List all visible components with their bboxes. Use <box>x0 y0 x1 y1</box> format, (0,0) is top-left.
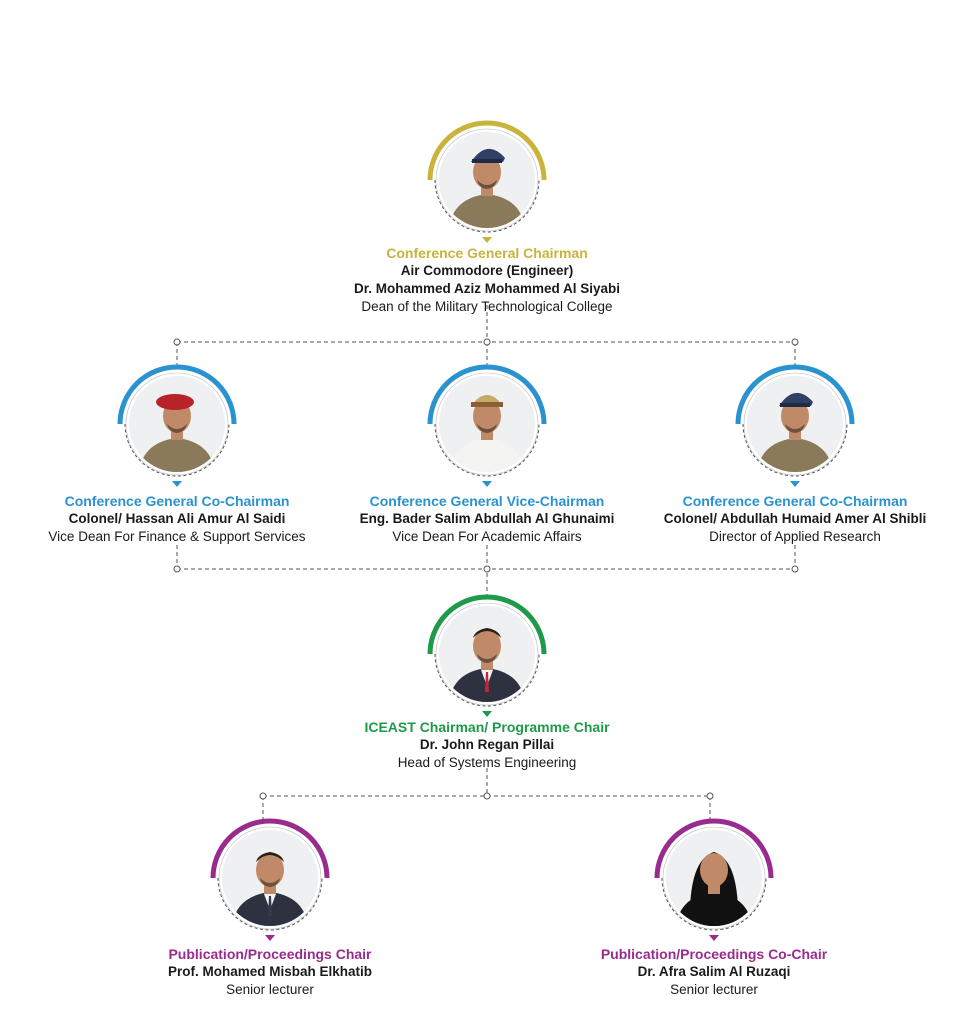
portrait-photo <box>747 376 843 472</box>
position-title: Vice Dean For Finance & Support Services <box>48 529 306 544</box>
caption-pub-chair: Publication/Proceedings Chair Prof. Moha… <box>100 945 440 999</box>
node-chairman <box>427 120 547 243</box>
portrait-photo <box>439 132 535 228</box>
caption-pub-co-chair: Publication/Proceedings Co-Chair Dr. Afr… <box>544 945 884 999</box>
junction-dot <box>259 792 267 800</box>
portrait-ring <box>210 818 330 941</box>
role-label: Conference General Co-Chairman <box>64 493 290 509</box>
role-label: Conference General Chairman <box>386 245 588 261</box>
person-name: Colonel/ Abdullah Humaid Amer Al Shibli <box>663 511 927 526</box>
position-title: Dean of the Military Technological Colle… <box>361 299 613 314</box>
junction-dot <box>706 792 714 800</box>
person-name: Dr. Afra Salim Al Ruzaqi <box>637 964 791 979</box>
role-label: ICEAST Chairman/ Programme Chair <box>364 719 610 735</box>
caption-co-chair-1: Conference General Co-Chairman Colonel/ … <box>7 492 347 546</box>
role-label: Conference General Vice-Chairman <box>369 493 605 509</box>
portrait-ring <box>427 594 547 717</box>
portrait-ring <box>117 364 237 487</box>
person-name: Dr. John Regan Pillai <box>419 737 555 752</box>
caption-vice-chair: Conference General Vice-Chairman Eng. Ba… <box>317 492 657 546</box>
junction-dot <box>173 565 181 573</box>
portrait-photo <box>222 830 318 926</box>
caption-co-chair-2: Conference General Co-Chairman Colonel/ … <box>625 492 965 546</box>
junction-dot <box>791 565 799 573</box>
portrait-photo <box>439 606 535 702</box>
node-pub-co-chair <box>654 818 774 941</box>
portrait-photo <box>439 376 535 472</box>
node-programme-chair <box>427 594 547 717</box>
junction-dot <box>791 338 799 346</box>
pointer-triangle <box>172 481 182 487</box>
position-title: Director of Applied Research <box>709 529 881 544</box>
node-co-chair-1 <box>117 364 237 487</box>
role-label: Conference General Co-Chairman <box>682 493 908 509</box>
portrait-photo <box>666 830 762 926</box>
junction-dot <box>483 792 491 800</box>
person-name: Eng. Bader Salim Abdullah Al Ghunaimi <box>359 511 615 526</box>
role-label: Publication/Proceedings Chair <box>168 946 372 962</box>
pointer-triangle <box>482 481 492 487</box>
node-co-chair-2 <box>735 364 855 487</box>
person-name: Colonel/ Hassan Ali Amur Al Saidi <box>68 511 286 526</box>
position-title: Senior lecturer <box>670 982 758 997</box>
caption-programme-chair: ICEAST Chairman/ Programme Chair Dr. Joh… <box>317 718 657 772</box>
person-name: Dr. Mohammed Aziz Mohammed Al Siyabi <box>353 281 621 296</box>
pointer-triangle <box>482 237 492 243</box>
node-pub-chair <box>210 818 330 941</box>
junction-dot <box>483 338 491 346</box>
portrait-ring <box>654 818 774 941</box>
pointer-triangle <box>482 711 492 717</box>
junction-dot <box>173 338 181 346</box>
pointer-triangle <box>790 481 800 487</box>
person-name: Prof. Mohamed Misbah Elkhatib <box>167 964 373 979</box>
role-label: Publication/Proceedings Co-Chair <box>600 946 828 962</box>
portrait-ring <box>427 364 547 487</box>
position-title: Senior lecturer <box>226 982 314 997</box>
junction-dot <box>483 565 491 573</box>
portrait-photo <box>129 376 225 472</box>
portrait-ring <box>427 120 547 243</box>
node-vice-chair <box>427 364 547 487</box>
portrait-ring <box>735 364 855 487</box>
pointer-triangle <box>709 935 719 941</box>
rank-label: Air Commodore (Engineer) <box>400 263 574 278</box>
caption-chairman: Conference General Chairman Air Commodor… <box>317 244 657 316</box>
position-title: Head of Systems Engineering <box>397 755 577 770</box>
pointer-triangle <box>265 935 275 941</box>
position-title: Vice Dean For Academic Affairs <box>392 529 582 544</box>
